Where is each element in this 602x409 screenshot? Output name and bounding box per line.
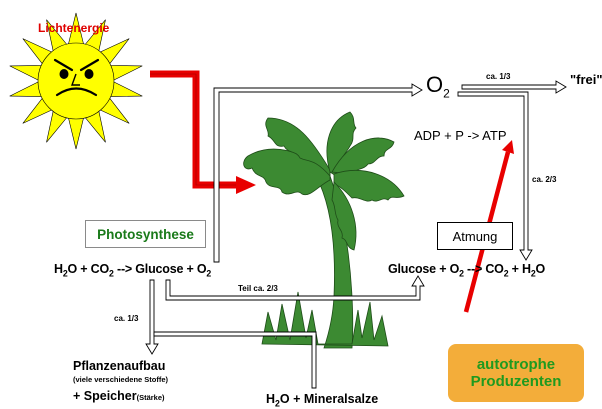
minerals-h: H: [266, 392, 276, 406]
sun-label: Lichtenergie: [38, 21, 110, 35]
arrow-o2-to-respiration: [457, 91, 533, 261]
photo-eq-part-2: O + CO: [67, 262, 110, 276]
sun-left-brow: [53, 58, 74, 72]
palm-tree-icon: [243, 111, 405, 349]
minerals-sub: 2: [275, 398, 280, 409]
photosynthesis-box: Photosynthese: [85, 220, 206, 248]
sun-icon: [9, 12, 143, 150]
storage-label: + Speicher(Stärke): [73, 387, 165, 405]
photo-eq-sub-1: 2: [62, 268, 68, 279]
arrow-photo-to-o2: [213, 83, 423, 263]
resp-eq-part-4: O: [535, 262, 546, 276]
ratio-respiration-label: ca. 2/3: [532, 175, 557, 184]
photo-eq-part-3: --> Glucose + O: [113, 262, 207, 276]
resp-eq-sub-3: 2: [530, 268, 536, 279]
o2-symbol: O: [426, 72, 444, 97]
resp-eq-part-3: + H: [508, 262, 531, 276]
palm-frond-top-left: [265, 117, 331, 178]
respiration-label: Atmung: [452, 228, 498, 244]
arrow-minerals-to-growth: [153, 331, 317, 389]
producers-line-1: autotrophe: [476, 355, 556, 373]
growth-label: Pflanzenaufbau: [73, 359, 166, 373]
o2-label: O2: [426, 72, 450, 100]
arrow-o2-to-free: [461, 80, 567, 94]
sun-mouth: [55, 87, 98, 97]
sun-left-eye: [59, 69, 69, 79]
photo-eq-sub-3: 2: [206, 268, 212, 279]
producers-line-2: Produzenten: [470, 373, 562, 390]
resp-eq-part-1: Glucose + O: [388, 262, 460, 276]
resp-eq-part-2: --> CO: [463, 262, 504, 276]
storage-main: + Speicher: [73, 389, 137, 403]
storage-sub: (Stärke): [136, 393, 165, 402]
atp-arrow-head: [502, 140, 514, 154]
photosynthesis-equation: H2O + CO2 --> Glucose + O2: [54, 262, 211, 279]
sun-face: [53, 58, 100, 97]
sun-disk: [37, 42, 115, 120]
respiration-box: Atmung: [437, 222, 513, 250]
arrow-glucose-to-growth: [145, 279, 159, 355]
ratio-build-label: ca. 1/3: [114, 314, 139, 323]
sun-nose: [71, 73, 80, 86]
o2-subscript: 2: [443, 86, 450, 101]
light-arrow-head: [236, 176, 256, 194]
flow-arrows: [145, 80, 567, 389]
photo-eq-h: H: [54, 262, 63, 276]
part-label: Teil ca. 2/3: [238, 284, 278, 293]
sun-right-brow: [79, 58, 100, 72]
palm-frond-right: [333, 170, 405, 202]
palm-frond-lower-right: [331, 181, 357, 251]
minerals-label: H2O + Mineralsalze: [266, 392, 378, 409]
growth-sub-label: (viele verschiedene Stoffe): [73, 375, 169, 384]
minerals-rest: O + Mineralsalze: [279, 392, 379, 406]
arrow-glucose-to-respiration: [165, 275, 425, 301]
palm-frond-top-right: [331, 137, 395, 175]
free-label: "frei": [570, 72, 602, 87]
photo-eq-sub-2: 2: [109, 268, 114, 279]
ratio-free-label: ca. 1/3: [486, 72, 511, 81]
resp-eq-sub-1: 2: [459, 268, 464, 279]
photosynthesis-label: Photosynthese: [97, 226, 194, 242]
sun-right-eye: [84, 69, 94, 79]
respiration-equation: Glucose + O2 --> CO2 + H2O: [388, 262, 545, 279]
atp-equation: ADP + P -> ATP: [414, 128, 507, 143]
resp-eq-sub-2: 2: [503, 268, 509, 279]
producers-box: autotrophe Produzenten: [448, 344, 584, 402]
